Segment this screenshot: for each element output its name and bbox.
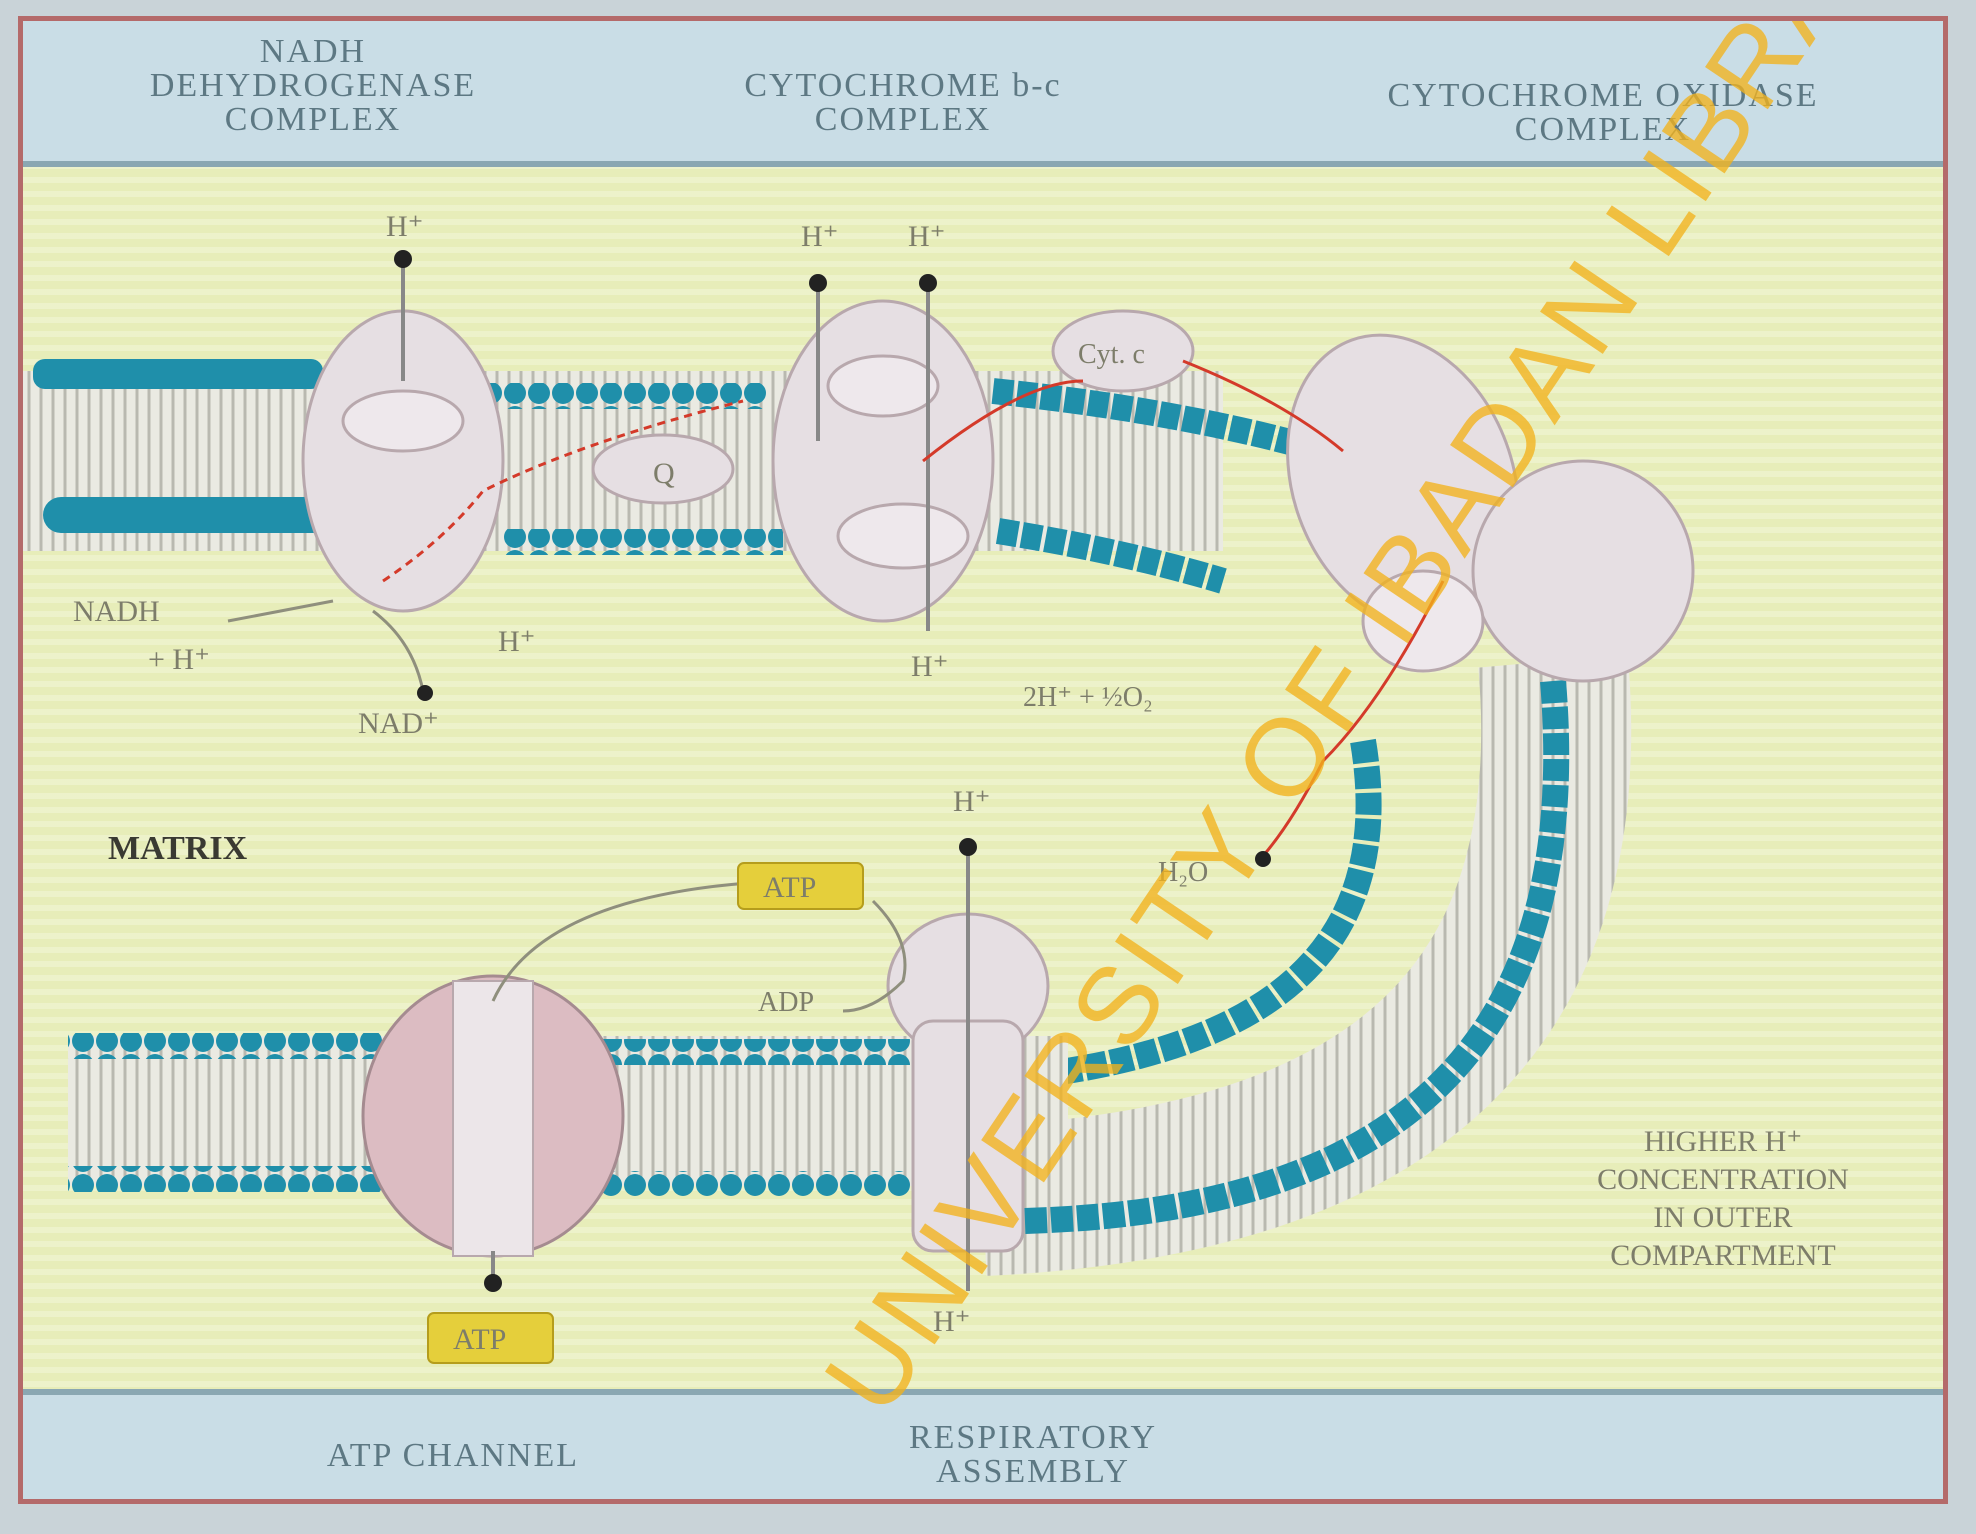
nadh-label: NADH xyxy=(73,595,160,628)
membrane-diagram: H⁺ H⁺ H⁺ H⁺ H⁺ H⁺ H⁺ NADH + H⁺ NAD⁺ Q Cy… xyxy=(23,21,1943,1499)
outer-compartment-note: HIGHER H⁺ CONCENTRATION IN OUTER COMPART… xyxy=(1597,1125,1849,1272)
h-plus-label: H⁺ xyxy=(498,625,536,658)
svg-text:IN OUTER: IN OUTER xyxy=(1653,1201,1792,1234)
svg-text:HIGHER H⁺: HIGHER H⁺ xyxy=(1644,1125,1802,1158)
svg-text:COMPARTMENT: COMPARTMENT xyxy=(1610,1239,1835,1272)
nad-label: NAD⁺ xyxy=(358,707,439,740)
q-label: Q xyxy=(653,457,675,490)
h-plus-label: H⁺ xyxy=(386,210,424,243)
h-plus-label: H⁺ xyxy=(953,785,991,818)
atp-box-lower: ATP xyxy=(428,1313,553,1363)
nadh-dehydrogenase-protein xyxy=(303,250,503,611)
svg-text:ATP: ATP xyxy=(763,871,816,904)
adp-label: ADP xyxy=(758,987,814,1018)
h-plus-label: H⁺ xyxy=(911,650,949,683)
h-plus-label: H⁺ xyxy=(908,220,946,253)
atp-box-upper: ATP xyxy=(738,863,863,909)
oxygen-label: 2H⁺ + ½O₂ xyxy=(1023,682,1153,713)
diagram-frame: NADH DEHYDROGENASE COMPLEX CYTOCHROME b-… xyxy=(18,16,1948,1504)
cytochrome-bc-protein xyxy=(773,274,993,631)
svg-text:ATP: ATP xyxy=(453,1323,506,1356)
h-plus-label: H⁺ xyxy=(801,220,839,253)
atp-channel-protein xyxy=(363,976,623,1292)
cytochrome-c-label: Cyt. c xyxy=(1078,339,1145,370)
nadh-h-label: + H⁺ xyxy=(148,643,210,676)
svg-text:CONCENTRATION: CONCENTRATION xyxy=(1597,1163,1849,1196)
matrix-label: MATRIX xyxy=(108,830,248,867)
